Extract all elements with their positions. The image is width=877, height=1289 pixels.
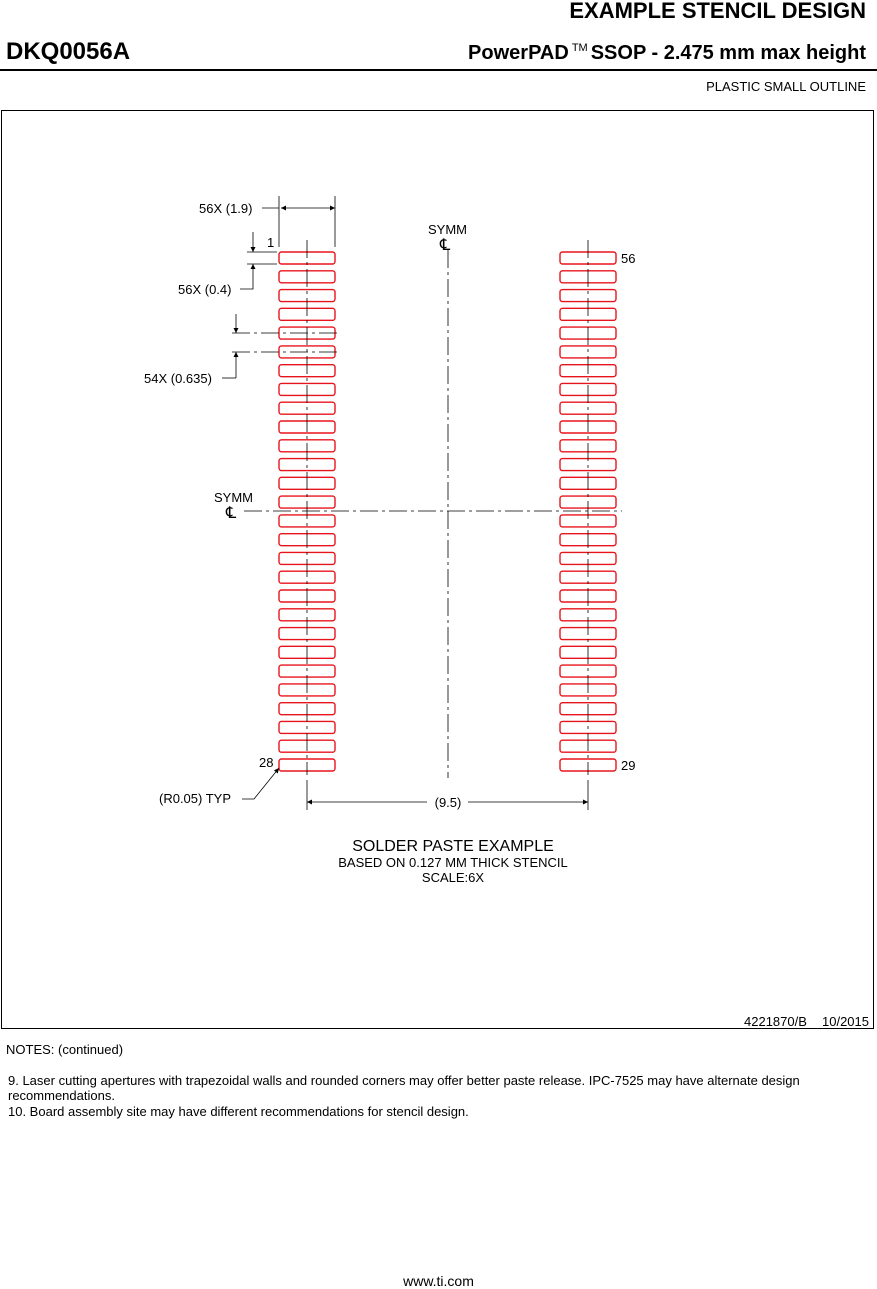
centerline-symbol-top: ℄	[439, 237, 451, 254]
caption-stencil-thickness: BASED ON 0.127 MM THICK STENCIL	[338, 855, 568, 870]
corner-radius-label: (R0.05) TYP	[159, 791, 231, 806]
pad-length-label: 56X (1.9)	[199, 201, 252, 216]
drawing-frame	[1, 110, 874, 1029]
caption-scale: SCALE:6X	[422, 870, 484, 885]
outline-type: PLASTIC SMALL OUTLINE	[706, 79, 866, 94]
note-10: 10. Board assembly site may have differe…	[8, 1104, 469, 1119]
header-divider	[0, 69, 877, 71]
corner-radius-leader	[242, 767, 280, 800]
footer-url[interactable]: www.ti.com	[403, 1273, 474, 1289]
note-9: 9. Laser cutting apertures with trapezoi…	[8, 1073, 800, 1103]
pin-1-label: 1	[267, 235, 274, 250]
row-span-label: (9.5)	[435, 795, 462, 810]
left-pad-column	[278, 251, 336, 772]
pad-width-leader	[240, 287, 254, 290]
package-prefix: PowerPAD	[468, 42, 569, 64]
package-suffix: SSOP - 2.475 mm max height	[590, 42, 866, 64]
pin-28-label: 28	[259, 755, 273, 770]
pitch-label: 54X (0.635)	[144, 371, 212, 386]
doc-date: 10/2015	[822, 1014, 869, 1029]
pin-56-label: 56	[621, 251, 635, 266]
trademark-symbol: TM	[571, 42, 588, 54]
part-number: DKQ0056A	[6, 38, 131, 65]
pad-width-label: 56X (0.4)	[178, 282, 231, 297]
centerline-symbol-left: ℄	[225, 505, 237, 522]
caption-title: SOLDER PASTE EXAMPLE	[352, 838, 554, 855]
doc-number: 4221870/B	[744, 1014, 807, 1029]
symm-top-label: SYMM	[428, 222, 467, 237]
pin-29-label: 29	[621, 758, 635, 773]
document-title: EXAMPLE STENCIL DESIGN	[569, 0, 866, 23]
symm-left-label: SYMM	[214, 490, 253, 505]
notes-heading: NOTES: (continued)	[6, 1042, 124, 1057]
